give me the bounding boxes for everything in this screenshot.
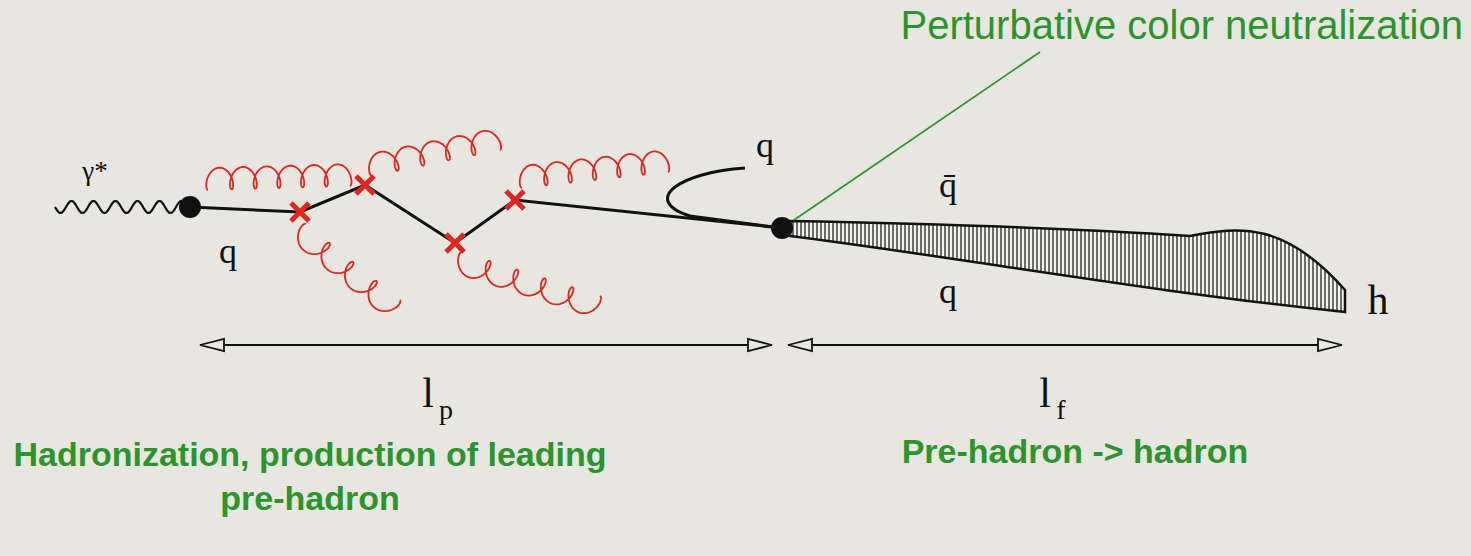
interaction-cross — [446, 234, 464, 252]
vertex-dot — [771, 217, 793, 239]
particle-label: γ* — [82, 156, 107, 187]
callout-note: Perturbative color neutralization — [900, 2, 1463, 48]
length-symbol: l — [1039, 369, 1051, 417]
gluon-line — [206, 164, 351, 190]
length-arrow-head — [748, 339, 772, 351]
photon-line — [55, 201, 182, 213]
interaction-cross — [506, 191, 524, 209]
particle-label: q — [939, 271, 957, 312]
length-symbol: l — [422, 369, 434, 417]
leader-line — [794, 52, 1040, 220]
length-arrow-shaft — [812, 344, 1318, 346]
particle-label: q — [756, 125, 774, 166]
gluon-line — [520, 151, 670, 188]
prehadron-band — [790, 221, 1345, 312]
particle-label: q̄ — [939, 165, 957, 206]
interaction-cross — [291, 203, 309, 221]
gluon-line — [369, 131, 501, 176]
quark-pair-line — [668, 168, 782, 228]
stage-caption: Pre-hadron -> hadron — [902, 432, 1249, 471]
particle-label: q — [219, 231, 237, 272]
length-arrow-head — [200, 339, 224, 351]
hadron-label: h — [1368, 276, 1389, 324]
vertex-dot — [179, 196, 201, 218]
stage-caption: Hadronization, production of leading pre… — [10, 432, 610, 520]
length-arrow-shaft — [224, 344, 748, 346]
length-arrow-head — [1318, 339, 1342, 351]
length-subscript: f — [1056, 394, 1065, 426]
quark-line — [190, 185, 782, 243]
interaction-cross — [356, 176, 374, 194]
gluon-line — [298, 224, 401, 311]
length-arrow-head — [788, 339, 812, 351]
length-subscript: p — [439, 394, 453, 426]
gluon-line — [458, 252, 601, 313]
